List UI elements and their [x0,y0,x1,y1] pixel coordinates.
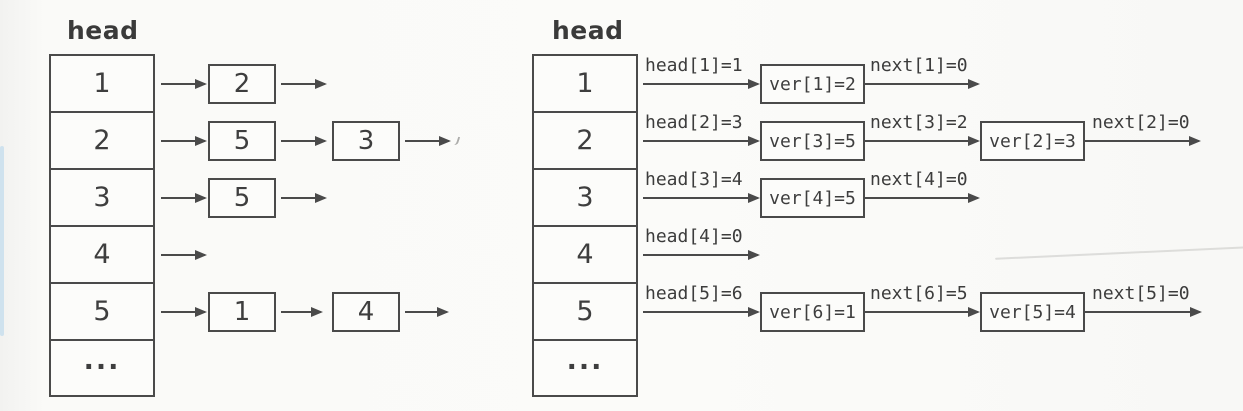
right-r1-head-arrow [643,79,760,89]
right-r1-head-label: head[1]=1 [645,55,743,76]
ellipsis-text: ... [83,344,121,376]
right-r5-head-label: head[5]=6 [645,283,743,304]
left-array-cell-ellipsis: ... [51,341,153,395]
left-array-cell-2: 2 [51,113,153,170]
right-r2-ver-node-1: ver[3]=5 [760,121,865,161]
scan-artifact-scratch-line [995,246,1243,260]
left-r2-node-2: 3 [332,121,400,161]
right-array-cell-1: 1 [534,56,636,113]
left-r5-arrow-1 [161,307,207,317]
right-array-cell-4: 4 [534,227,636,284]
right-head-array: 1 2 3 4 5 ... [532,54,638,397]
left-r4-arrow-1 [161,250,207,260]
right-r2-next-label-2: next[2]=0 [1092,112,1190,133]
right-r5-ver-node-1: ver[6]=1 [760,292,865,332]
left-r3-node-1: 5 [208,178,276,218]
right-r2-ver-node-2: ver[2]=3 [980,121,1085,161]
right-array-cell-2: 2 [534,113,636,170]
left-r1-arrow-2 [281,79,327,89]
left-r2-arrow-3 [405,136,451,146]
left-array-cell-1: 1 [51,56,153,113]
right-r4-head-label: head[4]=0 [645,226,743,247]
right-array-cell-ellipsis: ... [534,341,636,395]
scan-artifact-blue-strip [0,146,4,336]
left-r5-node-1: 1 [208,292,276,332]
right-r2-head-arrow [643,136,760,146]
left-array-cell-4: 4 [51,227,153,284]
left-r2-arrow-1 [161,136,207,146]
right-r5-next-arrow-1 [865,307,980,317]
left-r5-arrow-2 [281,307,323,317]
right-r5-next-label-1: next[6]=5 [870,283,968,304]
left-r1-arrow-1 [161,79,207,89]
left-head-array: 1 2 3 4 5 ... [49,54,155,397]
right-r3-next-label-1: next[4]=0 [870,169,968,190]
left-r1-node-1: 2 [208,64,276,104]
right-r1-ver-node-1: ver[1]=2 [760,64,865,104]
right-r2-next-arrow-1 [865,136,980,146]
left-r3-arrow-2 [281,193,327,203]
right-r3-next-arrow-1 [865,193,980,203]
left-r5-node-2: 4 [332,292,400,332]
right-r5-next-arrow-2 [1085,307,1202,317]
right-array-cell-3: 3 [534,170,636,227]
left-r2-arrow-2 [281,136,327,146]
right-r5-next-label-2: next[5]=0 [1092,283,1190,304]
right-r5-head-arrow [643,307,760,317]
left-head-title: head [67,16,139,45]
right-head-title: head [552,16,624,45]
right-r1-next-arrow-1 [865,79,980,89]
right-array-cell-5: 5 [534,284,636,341]
left-r3-arrow-1 [161,193,207,203]
right-r3-ver-node-1: ver[4]=5 [760,178,865,218]
right-r5-ver-node-2: ver[5]=4 [980,292,1085,332]
left-r5-arrow-3 [405,307,449,317]
scan-artifact-speck [450,135,461,146]
right-r2-next-label-1: next[3]=2 [870,112,968,133]
right-r3-head-arrow [643,193,760,203]
right-r2-next-arrow-2 [1085,136,1201,146]
ellipsis-text: ... [566,344,604,376]
left-array-cell-3: 3 [51,170,153,227]
right-r4-head-arrow [643,250,760,260]
right-r3-head-label: head[3]=4 [645,169,743,190]
right-r1-next-label-1: next[1]=0 [870,55,968,76]
right-r2-head-label: head[2]=3 [645,112,743,133]
left-r2-node-1: 5 [208,121,276,161]
left-array-cell-5: 5 [51,284,153,341]
